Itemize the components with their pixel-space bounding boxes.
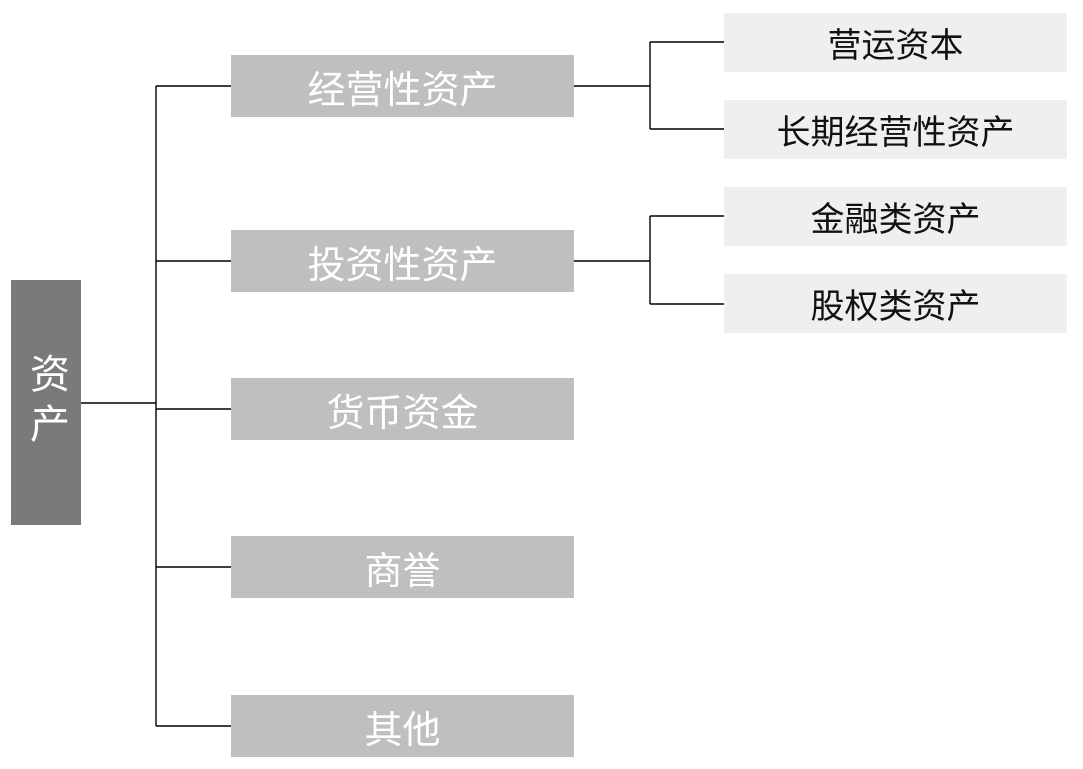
category-node-goodwill: 商誉 [231,536,574,598]
category-node-monetary-funds: 货币资金 [231,378,574,440]
root-node: 资产 [11,280,81,525]
subcategory-node-long-term-operating-assets: 长期经营性资产 [724,100,1067,159]
subcategory-node-equity-assets: 股权类资产 [724,274,1067,333]
subcategory-node-financial-assets: 金融类资产 [724,187,1067,246]
subcategory-node-working-capital: 营运资本 [724,13,1067,72]
category-node-operating-assets: 经营性资产 [231,55,574,117]
category-node-investment-assets: 投资性资产 [231,230,574,292]
category-node-other: 其他 [231,695,574,757]
